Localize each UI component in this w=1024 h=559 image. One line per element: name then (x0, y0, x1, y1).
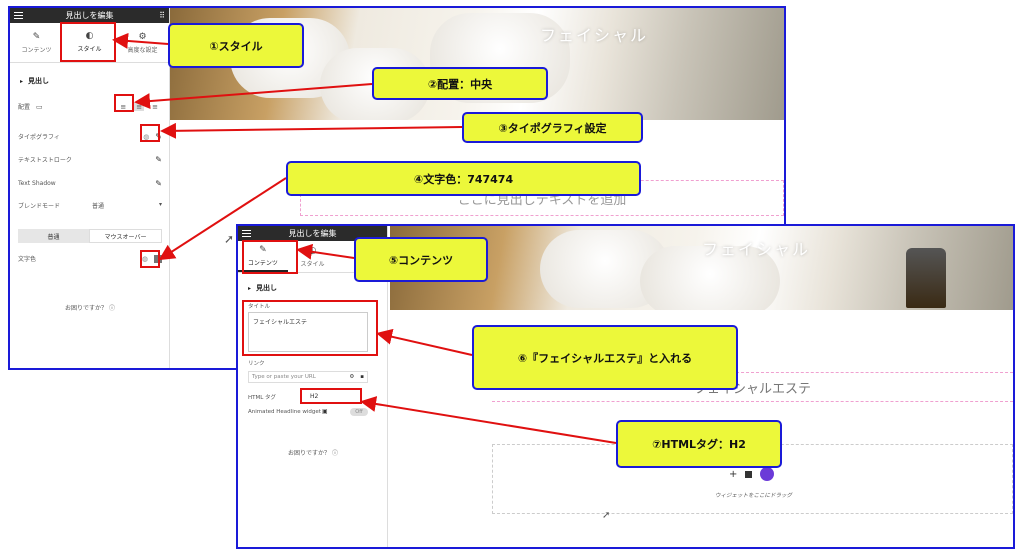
grid-icon[interactable]: ⠿ (159, 11, 165, 20)
tab-label: コンテンツ (247, 259, 278, 267)
contrast-icon: ◐ (308, 245, 317, 256)
pencil-icon: ✎ (32, 31, 41, 42)
tab-advanced[interactable]: ⚙ 高度な設定 (116, 23, 169, 62)
hamburger-icon[interactable] (14, 12, 23, 19)
blend-mode-label: ブレンドモード (18, 203, 61, 210)
text-stroke-edit-icon[interactable]: ✎ (155, 155, 162, 164)
caret-icon: ▸ (20, 77, 24, 85)
title-textarea[interactable]: フェイシャルエステ (248, 312, 368, 352)
state-tab-normal[interactable]: 普通 (18, 229, 89, 243)
text-shadow-edit-icon[interactable]: ✎ (155, 179, 162, 188)
section-heading[interactable]: ▸ 見出し (10, 76, 169, 86)
add-icon[interactable]: + (729, 468, 738, 480)
towel-roll (640, 246, 780, 310)
link-placeholder: Type or paste your URL (252, 374, 316, 380)
panel-title: 見出しを編集 (65, 11, 114, 20)
chevron-down-icon: ▾ (158, 201, 162, 208)
drop-zone-hint: ウィジェットをここにドラッグ (714, 493, 792, 499)
hero-image: フェイシャル (390, 226, 1013, 310)
text-shadow-label: Text Shadow (18, 180, 56, 187)
tab-label: スタイル (77, 45, 102, 53)
link-controls: ⚙ ▪ (349, 374, 364, 380)
hero-title: フェイシャル (702, 240, 811, 259)
highlight-text-color (140, 250, 160, 268)
state-tabs: 普通 マウスオーバー (18, 229, 162, 243)
animated-toggle[interactable]: Off (350, 408, 368, 416)
callout-style: ①スタイル (168, 23, 304, 68)
animated-toggle-label: Off (355, 409, 363, 415)
align-right-icon[interactable]: ≡ (152, 102, 158, 111)
editor-panel: 見出しを編集 ⠿ ✎ コンテンツ ◐ スタイル ⚙ 高度な設定 ▸ 見出し 配置 (10, 8, 170, 368)
section-title: 見出し (28, 77, 50, 85)
panel-header: 見出しを編集 ⠿ (10, 8, 169, 23)
oil-bottle (906, 248, 946, 308)
highlight-align-center (114, 94, 134, 112)
highlight-style-tab (60, 22, 116, 62)
help-link[interactable]: お困りですか？ ⓘ (288, 450, 338, 457)
text-stroke-row: テキストストローク ✎ (10, 155, 170, 164)
html-tag-label: HTML タグ (248, 395, 277, 401)
align-row: 配置 ▭ ≡ ≡ ≡ (10, 102, 170, 111)
callout-text-color: ④文字色：747474 (286, 161, 641, 196)
align-left-icon[interactable]: ≡ (120, 102, 127, 111)
html-tag-select[interactable]: H2 (304, 390, 360, 402)
callout-content: ⑤コンテンツ (354, 237, 488, 282)
section-heading[interactable]: ▸ 見出し (238, 283, 387, 293)
panel-title: 見出しを編集 (288, 229, 337, 238)
cursor-icon: ➚ (224, 232, 235, 246)
gear-icon[interactable]: ⚙ (349, 374, 355, 380)
gear-icon: ⚙ (138, 31, 147, 42)
title-label: タイトル (248, 304, 271, 310)
text-stroke-label: テキストストローク (18, 157, 72, 164)
blend-mode-select[interactable]: 普通 ▾ (92, 201, 162, 210)
typography-label: タイポグラフィ (18, 134, 60, 141)
tab-label: コンテンツ (21, 46, 52, 54)
align-label: 配置 (18, 104, 31, 111)
dynamic-tags-icon[interactable]: ▪ (360, 374, 364, 380)
monitor-icon: ▭ (36, 102, 43, 111)
link-label: リンク (248, 361, 265, 367)
callout-typography: ③タイポグラフィ設定 (462, 112, 643, 143)
tab-label: 高度な設定 (127, 46, 158, 54)
link-input[interactable]: Type or paste your URL ⚙ ▪ (248, 371, 368, 383)
highlight-html-tag (300, 388, 362, 404)
animated-label: Animated Headline widget (248, 409, 321, 415)
highlight-content-tab (242, 240, 298, 274)
blend-mode-value: 普通 (92, 203, 105, 210)
callout-align: ②配置：中央 (372, 67, 548, 100)
title-value: フェイシャルエステ (253, 319, 308, 326)
lock-icon: ▣ (322, 408, 328, 415)
tab-label: スタイル (300, 260, 325, 268)
globe-icon[interactable]: ◍ (141, 254, 148, 263)
contrast-icon: ◐ (85, 30, 94, 41)
section-title: 見出し (256, 284, 278, 292)
highlight-title-textarea (242, 300, 378, 356)
callout-html-tag: ⑦HTMLタグ：H2 (616, 420, 782, 468)
highlight-typography (140, 124, 160, 142)
folder-icon[interactable] (745, 470, 753, 478)
text-color-label: 文字色 (18, 256, 37, 263)
html-tag-value: H2 (310, 392, 319, 400)
blend-mode-row: ブレンドモード 普通 ▾ (10, 201, 170, 210)
globe-icon[interactable]: ◍ (143, 132, 150, 141)
align-center-icon[interactable]: ≡ (134, 102, 145, 111)
drop-zone-controls: + (729, 467, 775, 481)
heading-placeholder-text: ここに見出しテキストを追加 (457, 192, 627, 208)
hamburger-icon[interactable] (242, 230, 251, 237)
callout-title-input: ⑥『フェイシャルエステ』と入れる (472, 325, 738, 390)
caret-icon: ▸ (248, 284, 252, 292)
state-tab-hover[interactable]: マウスオーバー (89, 229, 162, 243)
help-link[interactable]: お困りですか？ ⓘ (65, 305, 115, 312)
align-label-group: 配置 ▭ (18, 102, 43, 112)
elementor-icon[interactable] (760, 467, 775, 481)
tab-content[interactable]: ✎ コンテンツ (10, 23, 63, 62)
cursor-icon: ➚ (602, 510, 611, 521)
editor-panel: 見出しを編集 ✎ コンテンツ ◐ スタイル ⚙ 高度 ▸ 見出し タイトル フェ… (238, 226, 388, 547)
text-shadow-row: Text Shadow ✎ (10, 179, 170, 188)
hero-title: フェイシャル (540, 26, 649, 45)
